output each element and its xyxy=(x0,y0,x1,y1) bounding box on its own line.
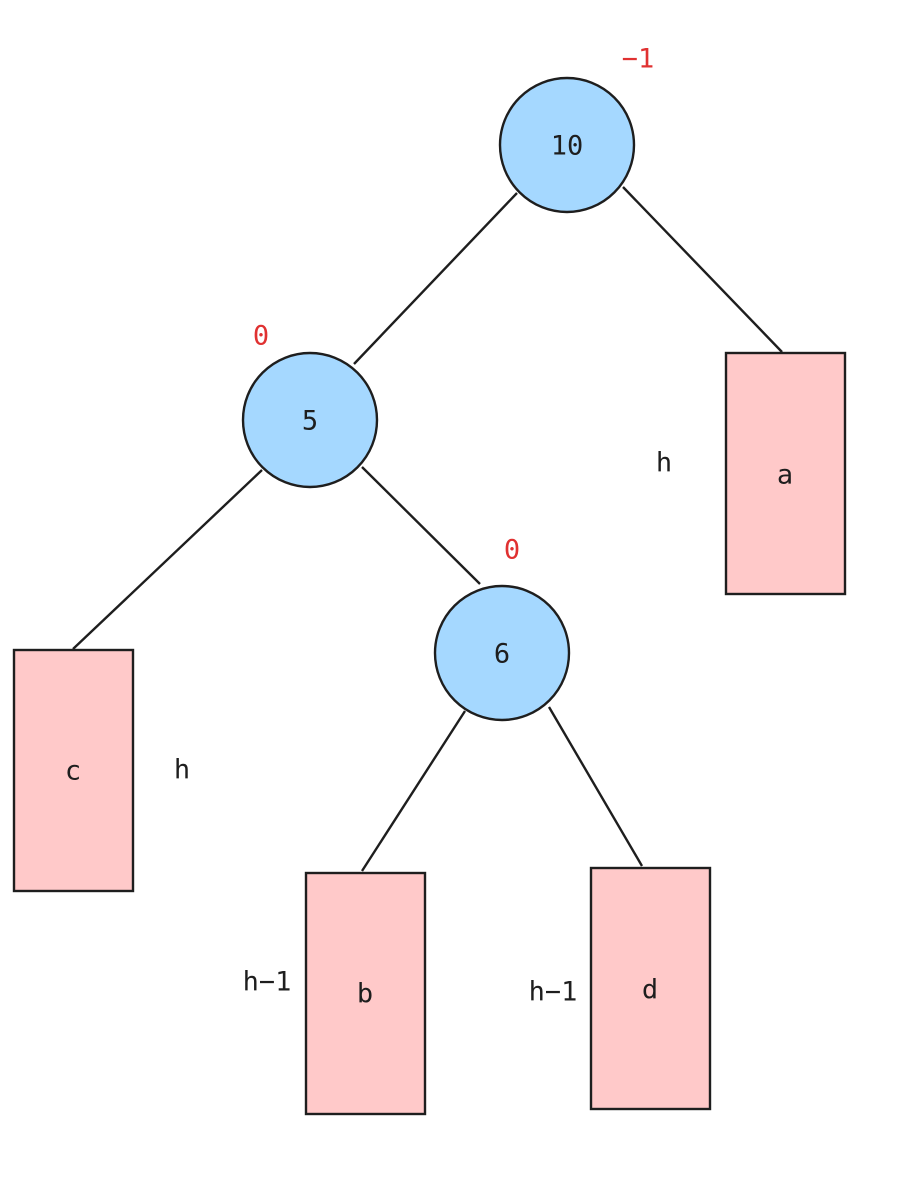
node-5-balance-factor: 0 xyxy=(253,321,269,352)
subtree-b: b xyxy=(304,871,427,1116)
node-6-balance-factor: 0 xyxy=(504,535,520,566)
edge-10-a xyxy=(622,186,783,353)
node-10-label: 10 xyxy=(551,131,584,162)
subtree-d: d xyxy=(589,866,712,1111)
node-6-label: 6 xyxy=(494,639,510,670)
edge-6-b xyxy=(360,710,467,872)
edge-10-5 xyxy=(353,192,518,365)
edge-6-d xyxy=(547,706,644,867)
node-5: 5 xyxy=(241,351,379,489)
node-6: 6 xyxy=(433,584,571,722)
subtree-d-height: h−1 xyxy=(529,977,578,1008)
subtree-a: a xyxy=(724,351,847,596)
subtree-a-label: a xyxy=(777,460,793,491)
subtree-d-label: d xyxy=(642,975,658,1006)
subtree-b-label: b xyxy=(357,979,373,1010)
subtree-c: c xyxy=(12,648,135,893)
node-10-balance-factor: −1 xyxy=(622,44,655,75)
subtree-b-height: h−1 xyxy=(243,967,292,998)
subtree-a-height: h xyxy=(656,448,672,479)
edge-5-c xyxy=(72,469,263,650)
subtree-c-height: h xyxy=(174,755,190,786)
node-5-label: 5 xyxy=(302,406,318,437)
edge-5-6 xyxy=(361,466,481,585)
subtree-c-label: c xyxy=(65,756,81,787)
node-10: 10 xyxy=(498,76,636,214)
